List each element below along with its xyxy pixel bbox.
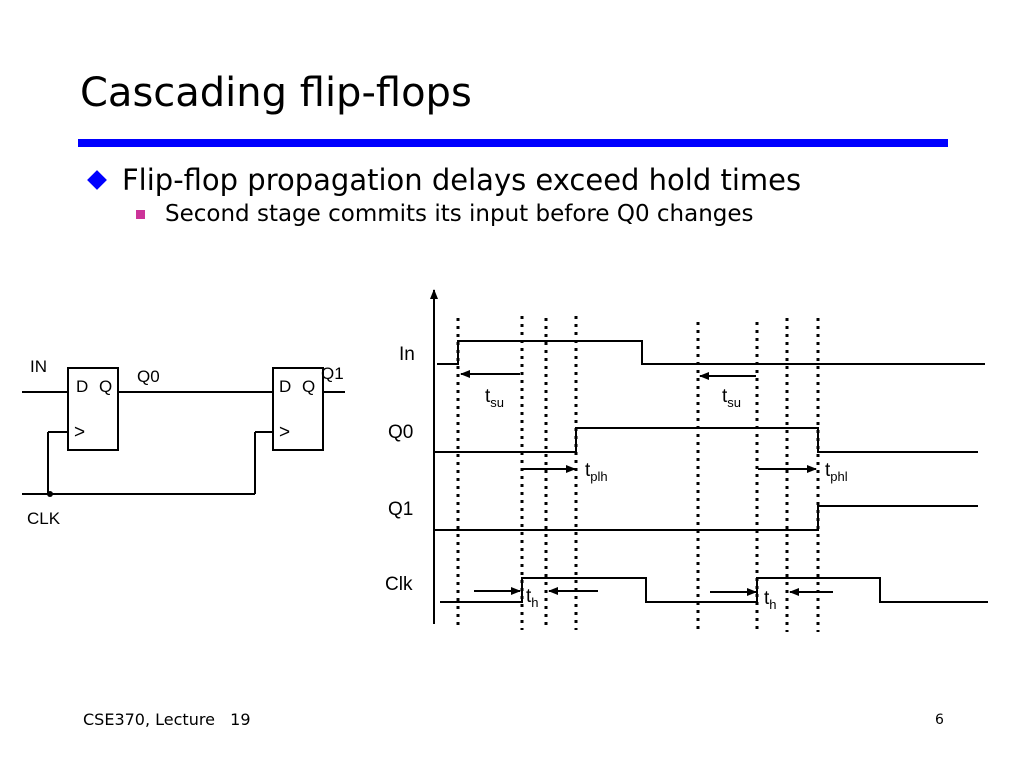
signal-label-in: In — [399, 344, 415, 365]
clk-label: CLK — [27, 509, 61, 528]
page-number: 6 — [935, 712, 944, 728]
ff2-clock-symbol: > — [279, 422, 290, 443]
bullet-text: Flip-flop propagation delays exceed hold… — [122, 163, 802, 197]
flip-flop-1 — [67, 367, 119, 451]
footer-course: CSE370, Lecture 19 — [83, 710, 251, 729]
tphl-label: tphl — [825, 460, 848, 484]
slide-title: Cascading flip-flops — [80, 70, 472, 116]
ff1-clock-symbol: > — [74, 422, 85, 443]
tsu-label-2: tsu — [722, 386, 741, 410]
ff1-d-label: D — [76, 377, 88, 396]
ff2-q-label: Q — [302, 377, 315, 396]
tsu-label-1: tsu — [485, 386, 504, 410]
sub-bullet-text: Second stage commits its input before Q0… — [165, 201, 754, 227]
square-bullet-icon — [136, 209, 145, 219]
q1-net-label: Q1 — [321, 364, 344, 383]
ff1-q-label: Q — [99, 377, 112, 396]
th-label-1: th — [526, 586, 539, 610]
th-label-2: th — [764, 588, 777, 612]
q0-net-label: Q0 — [137, 367, 160, 386]
title-underline — [78, 139, 948, 147]
waveform-clk — [440, 577, 988, 603]
bullet-level-1: Flip-flop propagation delays exceed hold… — [86, 163, 801, 197]
waveform-q0 — [434, 427, 978, 453]
in-label: IN — [30, 357, 47, 376]
footer-lecture-number: 19 — [230, 710, 251, 729]
flip-flop-2 — [272, 367, 324, 451]
signal-label-q1: Q1 — [388, 499, 413, 520]
footer-course-text: CSE370, Lecture — [83, 710, 215, 729]
waveform-in — [437, 340, 985, 365]
tplh-label: tplh — [585, 460, 608, 484]
signal-label-q0: Q0 — [388, 422, 413, 443]
bullet-level-2: Second stage commits its input before Q0… — [136, 201, 754, 227]
clk-junction — [47, 491, 53, 497]
waveform-q1 — [434, 505, 978, 531]
ff2-d-label: D — [279, 377, 291, 396]
signal-label-clk: Clk — [385, 574, 413, 595]
